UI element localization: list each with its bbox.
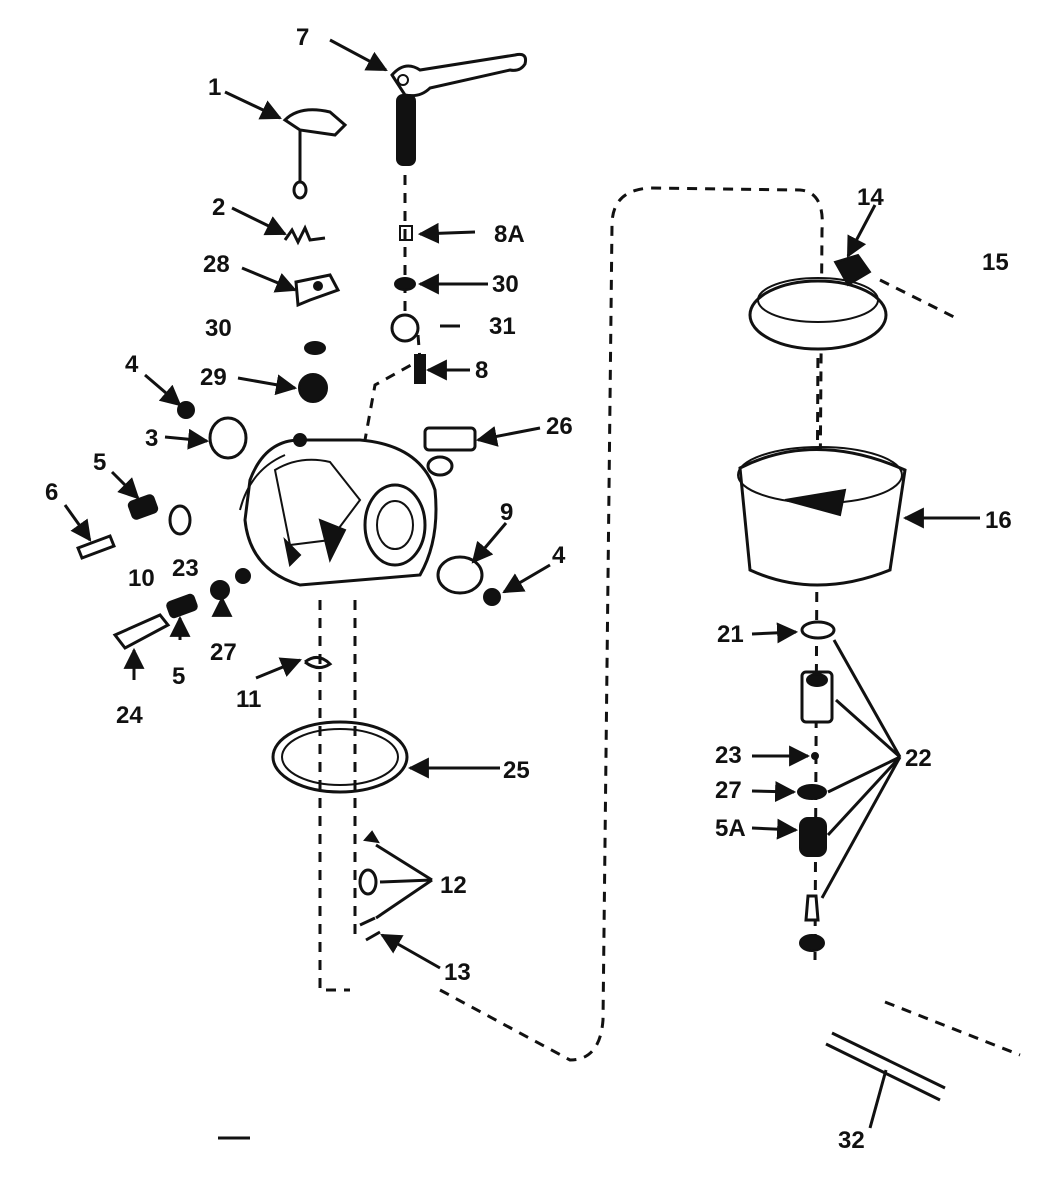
label-2: 2 xyxy=(212,194,225,221)
label-10: 10 xyxy=(128,565,155,592)
label-16: 16 xyxy=(985,507,1012,534)
part-21-washer xyxy=(800,620,836,640)
part-32-gasket-strip xyxy=(825,1000,1021,1102)
label-28: 28 xyxy=(203,251,230,278)
part-25-bowl-gasket xyxy=(271,720,409,794)
part-cap-bottom xyxy=(799,934,825,952)
label-12: 12 xyxy=(440,872,467,899)
label-30-left: 30 xyxy=(205,315,232,342)
part-8A-clip xyxy=(399,225,413,241)
label-4-lower: 4 xyxy=(552,542,566,569)
part-30-screw-right xyxy=(394,277,416,291)
part-28-choke-lever xyxy=(294,273,341,308)
part-4-nut-upper xyxy=(177,401,195,419)
part-16-float-bowl xyxy=(737,446,907,587)
part-2-spring xyxy=(283,224,326,246)
label-11: 11 xyxy=(236,686,261,713)
part-23-ball-right xyxy=(811,752,819,760)
label-22: 22 xyxy=(905,745,932,772)
part-3-throttle-plate xyxy=(208,416,248,460)
label-27-right: 27 xyxy=(715,777,742,804)
label-14: 14 xyxy=(857,184,884,211)
label-3: 3 xyxy=(145,425,158,452)
label-23-left: 23 xyxy=(172,555,199,582)
part-6-idle-screw xyxy=(76,534,116,560)
label-24: 24 xyxy=(116,702,143,729)
label-9: 9 xyxy=(500,499,513,526)
label-4-upper: 4 xyxy=(125,351,139,378)
part-4-nut-lower xyxy=(483,588,501,606)
part-5-spring-lower xyxy=(166,593,198,619)
label-25: 25 xyxy=(503,757,530,784)
part-27-seal-right xyxy=(797,784,827,800)
part-11-clip xyxy=(304,656,333,669)
part-29-cap xyxy=(298,373,328,403)
label-8A: 8A xyxy=(494,221,525,248)
part-23-ball-left xyxy=(235,568,251,584)
label-31: 31 xyxy=(489,313,516,340)
part-7-throttle-shaft xyxy=(390,52,527,166)
part-5A-spring xyxy=(799,817,827,857)
part-1-choke-shaft xyxy=(282,108,348,200)
label-5-lower: 5 xyxy=(172,663,185,690)
part-9-throttle-plate xyxy=(436,555,484,595)
part-10-washer xyxy=(168,504,192,536)
part-14-float xyxy=(748,253,888,351)
part-12-float-valve xyxy=(358,830,380,927)
label-6: 6 xyxy=(45,479,58,506)
leader-lines xyxy=(63,38,980,1129)
label-21: 21 xyxy=(717,621,744,648)
label-32: 32 xyxy=(838,1127,865,1154)
part-13-pin xyxy=(365,930,381,942)
label-23-right: 23 xyxy=(715,742,742,769)
label-29: 29 xyxy=(200,364,227,391)
part-8-screw xyxy=(414,354,426,384)
label-8: 8 xyxy=(475,357,488,384)
label-5A: 5A xyxy=(715,815,746,842)
part-labels: 7 1 2 28 8A 30 31 30 8 29 4 3 26 5 6 9 4… xyxy=(45,24,1012,1154)
label-30-right: 30 xyxy=(492,271,519,298)
label-7: 7 xyxy=(296,24,309,51)
part-31-cap xyxy=(390,313,420,343)
part-30-screw-left xyxy=(304,341,326,355)
label-5-upper: 5 xyxy=(93,449,106,476)
part-27-seal-left xyxy=(210,580,230,600)
part-5-spring-upper xyxy=(127,494,159,520)
part-needle-bottom xyxy=(804,894,820,922)
part-22-bowl-nut xyxy=(800,670,834,724)
part-24-needle xyxy=(112,613,171,650)
label-13: 13 xyxy=(444,959,471,986)
carburetor-body xyxy=(239,433,438,587)
label-1: 1 xyxy=(208,74,221,101)
part-26-fuel-fitting xyxy=(423,426,477,477)
label-26: 26 xyxy=(546,413,573,440)
label-27-left: 27 xyxy=(210,639,237,666)
label-15: 15 xyxy=(982,249,1009,276)
